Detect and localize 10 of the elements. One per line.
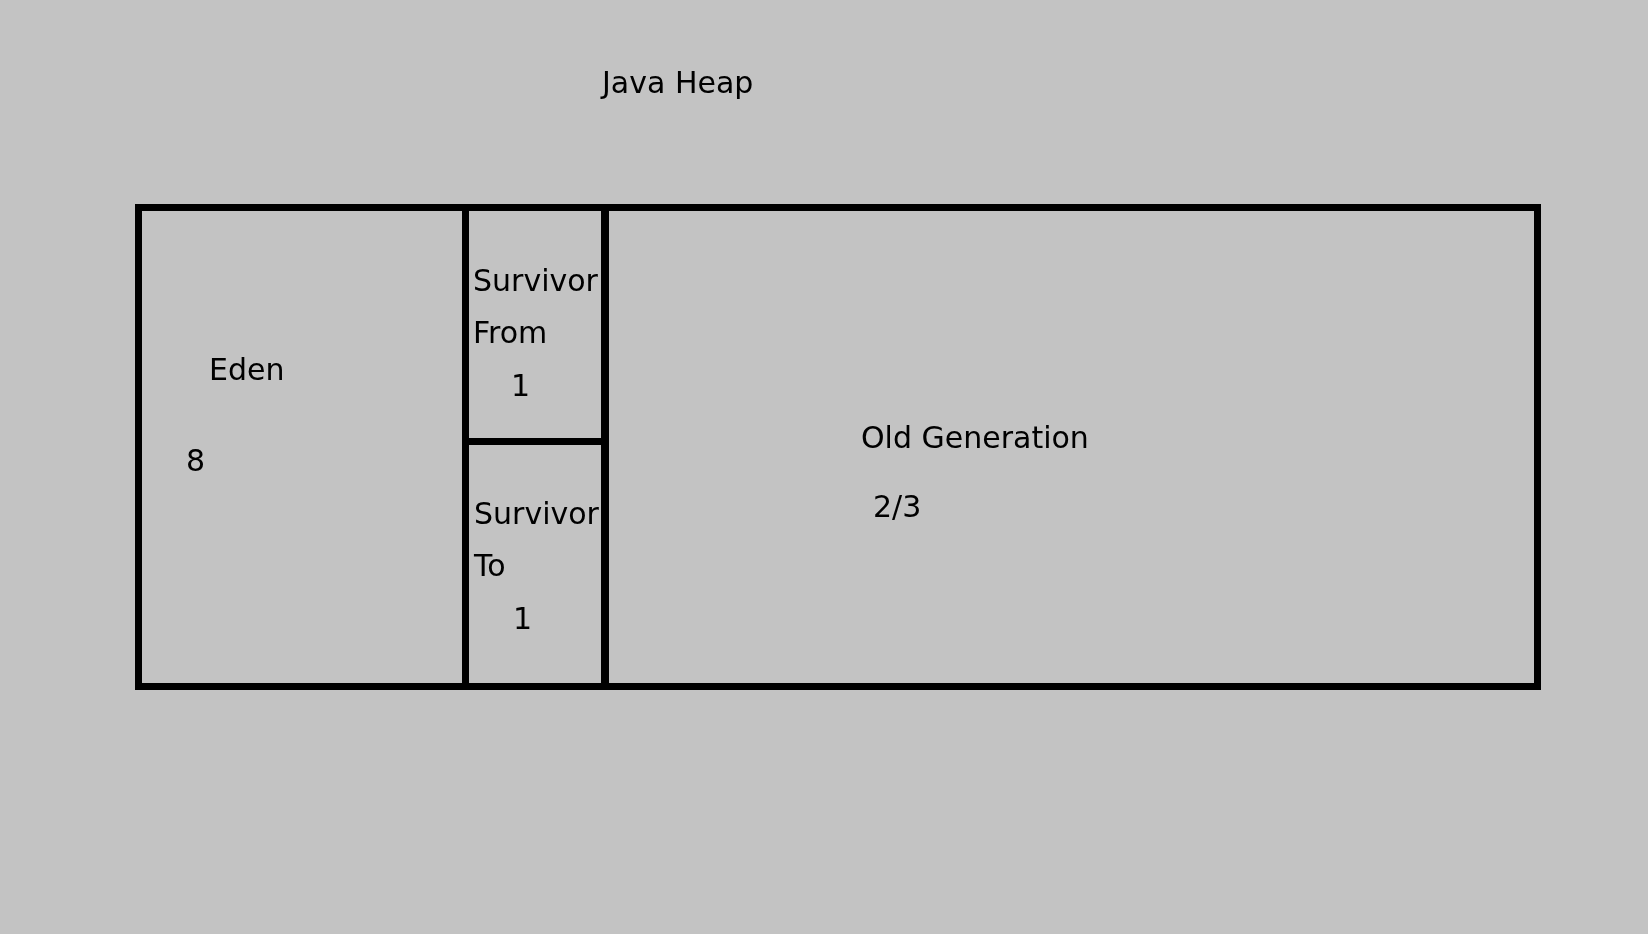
size-ratio: 1 bbox=[511, 367, 531, 405]
region-name: Old Generation bbox=[861, 419, 1089, 457]
size-ratio: 1 bbox=[513, 600, 533, 638]
diagram-title: Java Heap bbox=[602, 64, 754, 102]
region-name: Eden bbox=[209, 351, 285, 389]
region-name: Survivor From bbox=[473, 262, 599, 352]
memory-region-box bbox=[601, 204, 1541, 690]
region-name: Survivor To bbox=[474, 495, 600, 585]
size-ratio: 2/3 bbox=[873, 488, 922, 526]
size-ratio: 8 bbox=[186, 442, 206, 480]
